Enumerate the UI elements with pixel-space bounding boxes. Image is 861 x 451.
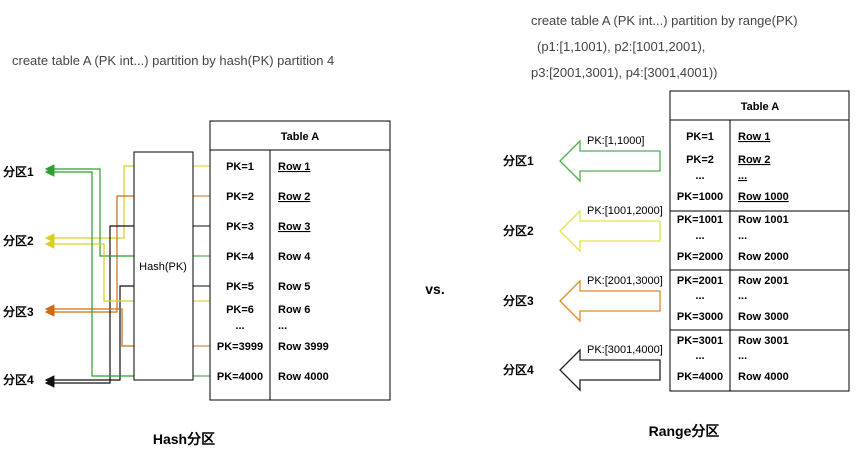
- range-table-border: [669, 90, 850, 392]
- range-partition-label: 分区1: [503, 153, 534, 168]
- hash-row-value: Row 6: [278, 304, 310, 316]
- hash-partition-labels: 分区1 分区2 分区3 分区4: [3, 164, 34, 387]
- hash-row-pk: PK=4: [226, 251, 255, 263]
- range-row-value: Row 3000: [738, 311, 789, 323]
- range-row-pk: PK=2: [686, 154, 714, 166]
- hash-row-pk: PK=1: [226, 161, 254, 173]
- hash-route-line: [44, 239, 134, 302]
- range-interval-label: PK:[1001,2000]: [587, 205, 663, 217]
- hash-route-line: [44, 225, 134, 388]
- range-row-value: ...: [738, 170, 747, 182]
- range-table-header: Table A: [741, 101, 780, 113]
- range-row-pk: ...: [695, 170, 704, 182]
- range-row-value: Row 2000: [738, 251, 789, 263]
- hash-function-box: [133, 151, 194, 381]
- hash-row-value: ...: [278, 320, 287, 332]
- hash-routing-lines: [44, 164, 210, 388]
- hash-row-value: Row 4: [278, 251, 311, 263]
- range-sql-line-1: create table A (PK int...) partition by …: [531, 13, 798, 28]
- range-partition-arrow: [559, 279, 661, 323]
- range-partition-label: 分区4: [503, 362, 534, 377]
- hash-caption: Hash分区: [153, 431, 215, 447]
- range-row-value: Row 1000: [738, 191, 789, 203]
- hash-row-pk: ...: [235, 320, 244, 332]
- range-row-value: Row 1001: [738, 214, 789, 226]
- range-row-pk: PK=2001: [677, 275, 723, 287]
- range-interval-label: PK:[2001,3000]: [587, 275, 663, 287]
- range-row-pk: PK=1: [686, 131, 714, 143]
- range-row-pk: ...: [695, 290, 704, 302]
- hash-row-pk: PK=2: [226, 191, 254, 203]
- hash-table-header: Table A: [281, 131, 320, 143]
- range-row-pk: PK=4000: [677, 371, 723, 383]
- hash-row-value: Row 5: [278, 281, 310, 293]
- hash-row-pk: PK=4000: [217, 371, 263, 383]
- range-row-pk: PK=3000: [677, 311, 723, 323]
- range-row-pk: ...: [695, 350, 704, 362]
- range-row-pk: ...: [695, 230, 704, 242]
- hash-partition-label: 分区1: [3, 164, 34, 179]
- range-row-value: Row 4000: [738, 371, 789, 383]
- range-partition-label: 分区3: [503, 293, 534, 308]
- range-row-value: Row 1: [738, 131, 770, 143]
- hash-table-border: [209, 120, 391, 401]
- hash-route-line: [44, 285, 134, 385]
- hash-partition-label: 分区2: [3, 233, 34, 248]
- range-row-pk: PK=2000: [677, 251, 723, 263]
- range-row-value: ...: [738, 230, 747, 242]
- range-partition-arrow: [559, 209, 661, 253]
- hash-partition-label: 分区4: [3, 372, 34, 387]
- range-row-pk: PK=3001: [677, 335, 723, 347]
- range-row-pk: PK=1001: [677, 214, 723, 226]
- range-row-value: ...: [738, 350, 747, 362]
- hash-partition-label: 分区3: [3, 304, 34, 319]
- range-row-value: Row 3001: [738, 335, 789, 347]
- hash-row-pk: PK=6: [226, 304, 254, 316]
- hash-route-line: [44, 164, 134, 257]
- range-partition-label: 分区2: [503, 223, 534, 238]
- hash-row-pk: PK=5: [226, 281, 254, 293]
- vs-label: vs.: [425, 281, 444, 297]
- range-interval-label: PK:[3001,4000]: [587, 344, 663, 356]
- hash-sql-statement: create table A (PK int...) partition by …: [12, 53, 334, 68]
- hash-row-pk: PK=3999: [217, 341, 263, 353]
- hash-row-value: Row 4000: [278, 371, 329, 383]
- hash-route-line: [44, 195, 134, 317]
- range-partition-arrow: [559, 348, 661, 392]
- hash-route-line: [44, 165, 134, 243]
- hash-function-label: Hash(PK): [139, 261, 187, 273]
- range-sql-line-2: (p1:[1,1001), p2:[1001,2001),: [537, 39, 705, 54]
- range-row-value: ...: [738, 290, 747, 302]
- hash-row-value: Row 2: [278, 191, 310, 203]
- hash-row-value: Row 1: [278, 161, 310, 173]
- range-caption: Range分区: [649, 423, 720, 439]
- range-interval-label: PK:[1,1000]: [587, 135, 645, 147]
- range-row-pk: PK=1000: [677, 191, 723, 203]
- hash-row-value: Row 3: [278, 221, 310, 233]
- hash-row-pk: PK=3: [226, 221, 254, 233]
- range-partition-arrow: [559, 139, 661, 183]
- range-sql-line-3: p3:[2001,3001), p4:[3001,4001)): [531, 65, 717, 80]
- range-row-value: Row 2001: [738, 275, 789, 287]
- hash-route-line: [44, 167, 134, 377]
- hash-row-value: Row 3999: [278, 341, 329, 353]
- hash-route-line: [44, 304, 134, 347]
- range-row-value: Row 2: [738, 154, 770, 166]
